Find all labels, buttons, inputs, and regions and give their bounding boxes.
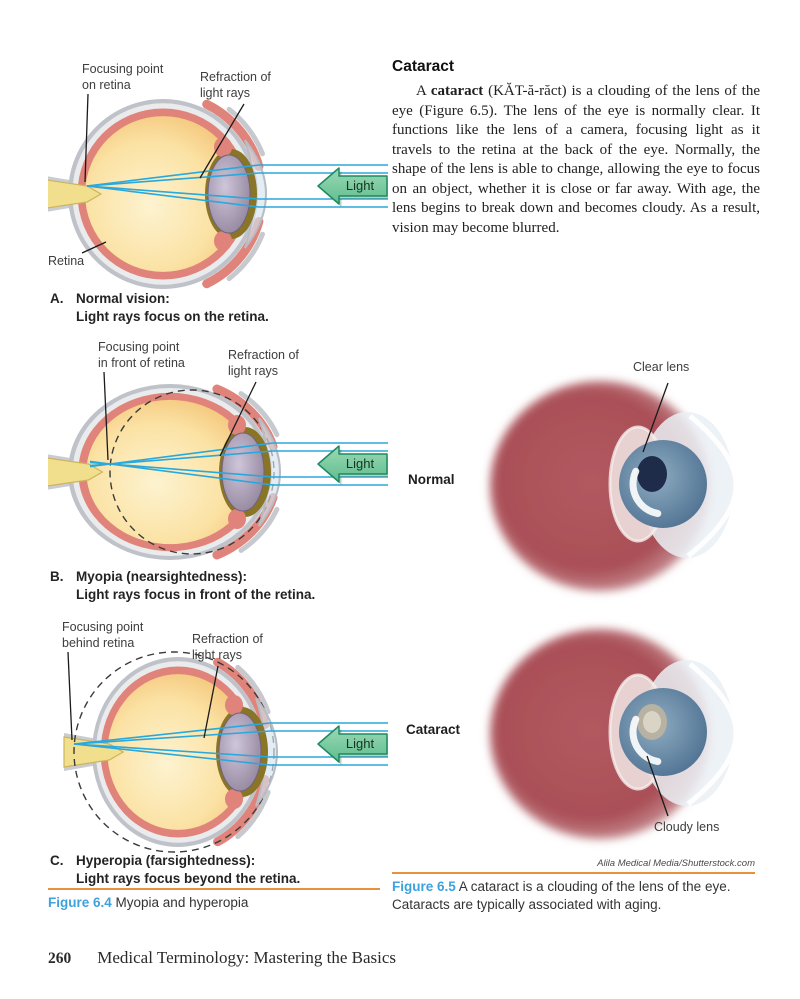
label-line: light rays [200,85,251,100]
eye-cross-section-illustration [48,93,388,289]
label-line: Focusing point [98,340,180,354]
book-title: Medical Terminology: Mastering the Basic… [97,948,397,967]
figure-caption-text: Myopia and hyperopia [111,895,249,910]
caption-a: A. Normal vision: Light rays focus on th… [50,290,269,326]
light-arrow-label: Light [345,178,375,193]
body-paragraph: A cataract (KĂT-ă-răct) is a clouding of… [392,83,760,236]
eyeball-illustration [490,629,739,839]
figure-normal-eye: Clear lens Normal [392,358,760,606]
label-line: Focusing point [62,620,144,634]
normal-label: Normal [408,472,455,487]
refraction-label: Refraction of light rays [228,348,299,379]
caption-text: Myopia (nearsightedness): Light rays foc… [76,569,316,603]
caption-letter: B. [50,569,64,584]
label-line: behind retina [62,635,135,650]
figure-caption-text: A cataract is a clouding of the lens of … [392,879,731,912]
label-line: Refraction of [228,348,299,362]
figure-cataract-eye: Cataract Cloudy lens [392,606,760,858]
caption-text: Normal vision: Light rays focus on the r… [76,291,269,325]
focusing-point-label: Focusing point on retina [82,62,163,93]
refraction-label: Refraction of light rays [192,632,263,663]
figure-tag: Figure 6.5 [392,879,456,894]
caption-text: Hyperopia (farsightedness): Light rays f… [76,853,301,887]
page-number: 260 [48,950,72,967]
figure-6-5-caption: Figure 6.5 A cataract is a clouding of t… [392,878,755,914]
eye-cross-section-illustration [48,371,388,560]
clear-lens-label: Clear lens [633,360,690,374]
refraction-label: Refraction of light rays [200,70,271,101]
article-cataract: Cataract A cataract (KĂT-ă-răct) is a cl… [392,58,760,238]
light-arrow-label: Light [345,456,375,471]
caption-letter: A. [50,291,64,306]
retina-label: Retina [48,254,85,268]
diagram-normal-vision: Focusing point on retina Refraction of l… [48,60,388,340]
figure-tag: Figure 6.4 [48,895,112,910]
label-line: Refraction of [200,70,271,84]
eyeball-illustration [490,381,739,591]
divider-rule [48,888,380,890]
eye-cross-section-illustration [63,651,388,853]
caption-b: B. Myopia (nearsightedness): Light rays … [50,568,315,604]
label-line: on retina [82,77,131,92]
caption-letter: C. [50,853,64,868]
label-line: light rays [228,363,279,378]
figure-6-4-caption: Figure 6.4 Myopia and hyperopia [48,894,380,912]
caption-c: C. Hyperopia (farsightedness): Light ray… [50,852,300,888]
light-arrow-label: Light [345,736,375,751]
focusing-point-label: Focusing point in front of retina [98,340,185,371]
diagram-hyperopia: Focusing point behind retina Refraction … [48,618,388,888]
section-heading: Cataract [392,58,455,75]
label-line: Focusing point [82,62,164,76]
focusing-point-label: Focusing point behind retina [62,620,143,651]
cataract-label: Cataract [406,722,461,737]
label-line: in front of retina [98,355,185,370]
label-line: light rays [192,647,243,662]
image-credit: Alila Medical Media/Shutterstock.com [597,858,755,869]
diagram-myopia: Focusing point in front of retina Refrac… [48,338,388,618]
label-line: Refraction of [192,632,263,646]
divider-rule [392,872,755,874]
cloudy-lens-label: Cloudy lens [654,820,720,834]
page-footer: 260 Medical Terminology: Mastering the Ba… [48,948,396,968]
